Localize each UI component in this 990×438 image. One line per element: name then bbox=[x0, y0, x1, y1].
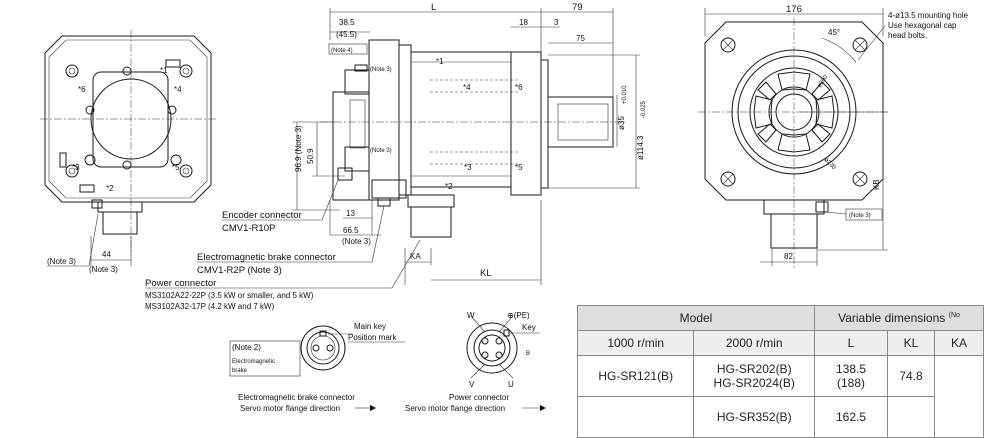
main-key: Main key bbox=[354, 322, 386, 331]
row2-2000: HG-SR352(B) bbox=[693, 396, 815, 438]
phi35-tol-top: +0.010 bbox=[622, 85, 628, 104]
pin-W: W bbox=[467, 311, 475, 320]
row2-L: 162.5 bbox=[814, 396, 888, 438]
brake-flange-direction: Servo motor flange direction bbox=[240, 404, 340, 413]
side-mark-3: *3 bbox=[464, 163, 472, 172]
side-note3-top: (Note 3) bbox=[370, 67, 392, 73]
table-row: HG-SR121(B) HG-SR202(B)HG-SR2024(B) 138.… bbox=[576, 355, 984, 438]
note-mark-3: *3 bbox=[72, 163, 80, 172]
power-connector-pinout: W ⊕(PE) Key V U B Power connector Servo … bbox=[405, 311, 546, 413]
row1-2000: HG-SR202(B)HG-SR2024(B) bbox=[693, 355, 815, 397]
electromagnetic: Electromagnetic bbox=[232, 359, 275, 365]
note2: (Note 2) bbox=[232, 343, 261, 352]
variable-dimensions-table: Model Variable dimensions (No 1000 r/min… bbox=[576, 305, 984, 438]
dia-200: ø200 bbox=[817, 74, 830, 89]
dim-KB: KB bbox=[872, 179, 881, 190]
rear-view: *1 *6 *4 *3 *5 *2 44 (Note 3) (Note 3) bbox=[40, 30, 218, 274]
dim-18: 18 bbox=[519, 18, 528, 27]
row1-L-a: 138.5 bbox=[835, 362, 867, 376]
note-mark-5: *5 bbox=[172, 163, 180, 172]
note-mark-6: *6 bbox=[78, 85, 86, 94]
phi114-tol: -0.025 bbox=[641, 100, 647, 118]
motor-drawing: .ln { stroke: #1a1a1a; stroke-width: 1; … bbox=[40, 2, 969, 413]
rear-note3-a: (Note 3) bbox=[47, 257, 76, 266]
col-1000: 1000 r/min bbox=[576, 330, 695, 356]
position-mark: Position mark bbox=[348, 333, 397, 342]
note-mark-4: *4 bbox=[174, 85, 182, 94]
dim-45-5: (45.5) bbox=[336, 30, 357, 39]
flange-note3: (Note 3) bbox=[849, 213, 871, 219]
row1-2000-b: HG-SR2024(B) bbox=[713, 376, 795, 390]
dim-38-5: 38.5 bbox=[339, 18, 355, 27]
side-mark-1: *1 bbox=[436, 57, 444, 66]
dim-75: 75 bbox=[576, 34, 585, 43]
mounting-note-3: head bolts. bbox=[888, 31, 927, 40]
power-connector-caption: Power connector bbox=[449, 393, 509, 402]
dim-L: L bbox=[431, 2, 436, 13]
encoder-connector-label: Encoder connector bbox=[222, 210, 302, 221]
dim-96-9: 96.9 (Note 3) bbox=[294, 125, 303, 172]
header-model: Model bbox=[577, 305, 815, 331]
side-mark-4: *4 bbox=[463, 83, 471, 92]
power-model-1: MS3102A22-22P (3.5 kW or smaller, and 5 … bbox=[145, 291, 314, 300]
phi35: ø35 bbox=[617, 116, 626, 130]
note4: (Note 4) bbox=[331, 48, 353, 54]
dim-50-9: 50.9 bbox=[306, 148, 315, 164]
brake-connector-model: CMV1-R2P (Note 3) bbox=[197, 265, 282, 276]
brake-connector-caption: Electromagnetic brake connector bbox=[238, 393, 355, 402]
side-mark-5: *5 bbox=[515, 163, 523, 172]
dim-66-5: 66.5 bbox=[343, 226, 359, 235]
dim-KA: KA bbox=[410, 252, 421, 261]
dim-66-5-note: (Note 3) bbox=[342, 237, 371, 246]
note-mark-2: *2 bbox=[106, 184, 114, 193]
brake-connector-label: Electromagnetic brake connector bbox=[197, 252, 336, 263]
header-variable-note: (No bbox=[948, 312, 960, 319]
dim-3: 3 bbox=[554, 18, 559, 27]
dim-44: 44 bbox=[102, 250, 111, 259]
col-KL: KL bbox=[887, 330, 935, 356]
power-model-2: MS3102A32-17P (4.2 kW and 7 kW) bbox=[145, 302, 275, 311]
key-label: Key bbox=[522, 323, 536, 332]
power-connector-label: Power connector bbox=[145, 278, 216, 289]
dim-82: 82 bbox=[784, 252, 793, 261]
col-2000: 2000 r/min bbox=[693, 330, 815, 356]
dim-KL: KL bbox=[480, 268, 492, 279]
side-note3-mid: (Note 3) bbox=[370, 148, 392, 154]
pin-PE: ⊕(PE) bbox=[507, 311, 530, 320]
table-row: HG-SR352(B) 162.5 bbox=[576, 396, 984, 438]
row1-2000-a: HG-SR202(B) bbox=[716, 362, 792, 376]
brake-connector-pinout: (Note 2) Electromagnetic brake Main key … bbox=[229, 322, 405, 413]
brake: brake bbox=[232, 368, 248, 374]
row2-KL bbox=[887, 396, 935, 438]
flange-view: 176 45° ø200 ø230 bbox=[698, 4, 969, 270]
rear-note3-b: (Note 3) bbox=[89, 265, 118, 274]
dim-13: 13 bbox=[346, 209, 355, 218]
dim-79: 79 bbox=[572, 2, 583, 13]
side-mark-2: *2 bbox=[445, 182, 453, 191]
mounting-note-1: 4-ø13.5 mounting hole bbox=[888, 11, 969, 20]
col-KA: KA bbox=[934, 330, 984, 356]
pin-B: B bbox=[526, 351, 530, 357]
side-view: L 79 18 3 75 38.5 (45.5) (Note 4) (Note … bbox=[145, 2, 647, 311]
dim-176: 176 bbox=[786, 4, 802, 15]
note-mark-1: *1 bbox=[160, 66, 168, 75]
header-variable-dimensions: Variable dimensions (No bbox=[814, 305, 984, 331]
side-mark-6: *6 bbox=[515, 83, 523, 92]
power-flange-direction: Servo motor flange direction bbox=[405, 404, 505, 413]
pin-V: V bbox=[469, 380, 475, 389]
header-variable-label: Variable dimensions bbox=[838, 311, 946, 325]
row1-L-b: (188) bbox=[836, 376, 865, 390]
row2-1000 bbox=[576, 396, 695, 438]
encoder-connector-model: CMV1-R10P bbox=[222, 223, 275, 234]
mounting-note-2: Use hexagonal cap bbox=[888, 21, 957, 30]
row-KA bbox=[934, 355, 984, 438]
angle-45: 45° bbox=[828, 28, 840, 37]
row1-1000: HG-SR121(B) bbox=[576, 355, 695, 397]
pin-U: U bbox=[508, 380, 514, 389]
row1-KL: 74.8 bbox=[887, 355, 935, 397]
col-L: L bbox=[814, 330, 888, 356]
row1-L: 138.5(188) bbox=[814, 355, 888, 397]
phi114: ø114.3 bbox=[636, 135, 645, 160]
